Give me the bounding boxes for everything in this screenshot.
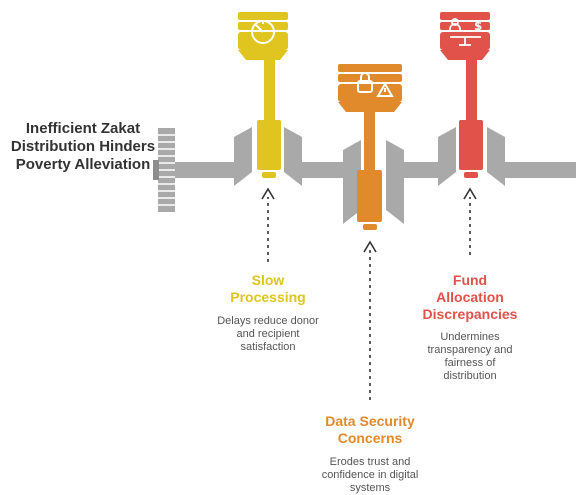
piston-slow-processing (238, 12, 288, 178)
shaft-segment (404, 162, 440, 178)
shaft-segment (504, 162, 576, 178)
arrow-slow-processing (261, 187, 275, 262)
crank-web (234, 127, 252, 186)
piston-data-security (338, 64, 402, 230)
crank-web (438, 127, 456, 186)
arrow-fund-allocation (463, 187, 477, 255)
svg-text:$: $ (474, 19, 482, 33)
flywheel (153, 128, 175, 212)
data-security-description: Erodes trust and confidence in digital s… (321, 456, 419, 494)
data-security-title: Data Security Concerns (325, 413, 415, 446)
shaft-segment (165, 162, 235, 178)
crank-web (343, 140, 361, 224)
lock-warning-icon (357, 72, 394, 97)
slow-processing-title: Slow Processing (230, 272, 306, 305)
crank-web (487, 127, 505, 186)
slow-processing-description: Delays reduce donor and recipient satisf… (217, 315, 319, 353)
crank-web (386, 140, 404, 224)
diagram-title: Inefficient Zakat Distribution Hinders P… (10, 120, 156, 173)
fund-allocation-title: Fund Allocation Discrepancies (422, 272, 518, 322)
crank-web (284, 127, 302, 186)
crankshaft (153, 127, 576, 224)
piston-fund-allocation: $ (440, 12, 490, 178)
people-dollar-scale-icon: $ (449, 18, 482, 46)
fund-allocation-description: Undermines transparency and fairness of … (427, 331, 513, 382)
arrow-data-security (363, 240, 377, 400)
shaft-segment (300, 162, 345, 178)
gauge-icon (251, 20, 275, 44)
